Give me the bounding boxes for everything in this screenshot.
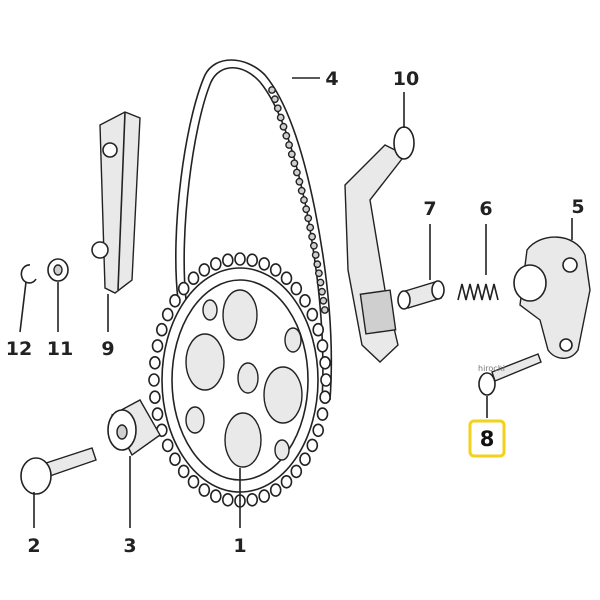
chain-link: [268, 86, 276, 94]
chain-link: [297, 186, 306, 195]
sprocket-tooth: [306, 438, 319, 453]
sprocket-tooth: [299, 452, 311, 467]
sprocket-tooth: [312, 423, 325, 438]
sprocket-tooth: [151, 339, 164, 353]
chain-link: [287, 150, 296, 159]
callout-4: 4: [325, 68, 338, 90]
chain-link: [316, 278, 325, 287]
sprocket-tooth: [149, 355, 161, 370]
chain-link: [285, 141, 293, 149]
chain-link: [304, 214, 313, 223]
sprocket-tooth: [319, 355, 331, 370]
sprocket-tooth: [290, 281, 303, 296]
sprocket-tooth: [187, 474, 200, 489]
leader-lines: [19, 77, 573, 528]
sprocket-tooth: [320, 373, 332, 387]
callout-2: 2: [27, 535, 40, 557]
sprocket-tooth: [246, 253, 258, 268]
sprocket-tooth: [246, 492, 258, 507]
sprocket-tooth: [222, 492, 234, 507]
chain-link: [306, 223, 315, 232]
bolt: [20, 447, 97, 495]
sprocket-tooth: [149, 390, 161, 405]
chain-links: [268, 86, 329, 314]
spring: [457, 283, 499, 301]
callout-5: 5: [571, 196, 584, 218]
sprocket-tooth: [210, 257, 222, 271]
sprocket-tooth: [161, 307, 174, 322]
chain-link: [276, 113, 285, 122]
callout-8: 8: [480, 427, 495, 451]
chain-link: [311, 251, 320, 259]
sprocket-tooth: [258, 489, 271, 503]
sprocket-tooth: [290, 464, 303, 479]
plunger: [397, 280, 445, 310]
sprocket-tooth: [312, 322, 325, 337]
sprocket-tooth: [210, 489, 222, 503]
chain-link: [308, 232, 316, 241]
chain-link: [300, 196, 308, 204]
sprocket-tooth: [187, 271, 200, 286]
sprocket-tooth: [269, 483, 282, 497]
tensioner-housing: [513, 236, 591, 359]
guide-rail: [91, 111, 141, 294]
chain-link: [319, 296, 328, 305]
sprocket-tooth: [258, 257, 271, 271]
chain-link: [292, 168, 301, 177]
highlight-box: [468, 419, 506, 458]
sprocket-tooth: [169, 452, 181, 467]
sprocket: [148, 252, 332, 508]
tensioner-rail: [344, 126, 415, 363]
timing-chain: [175, 59, 333, 401]
callout-6: 6: [479, 198, 492, 220]
chain-link: [314, 269, 323, 278]
callout-12: 12: [6, 338, 32, 360]
sprocket-tooth: [198, 263, 211, 277]
sprocket-tooth: [177, 464, 190, 479]
washer: [47, 258, 69, 282]
sprocket-tooth: [316, 339, 329, 353]
sprocket-tooth: [222, 253, 234, 268]
callout-7: 7: [423, 198, 436, 220]
sprocket-tooth: [234, 252, 246, 266]
callout-9: 9: [101, 338, 114, 360]
sprocket-tooth: [319, 390, 331, 405]
chain-link: [270, 95, 279, 104]
watermark-text: hirochi: [478, 364, 505, 373]
sprocket-tooth: [177, 281, 190, 296]
sprocket-tooth: [306, 307, 319, 322]
sprocket-teeth: [148, 252, 332, 508]
chain-link: [313, 260, 322, 269]
callout-3: 3: [123, 535, 136, 557]
sprocket-tooth: [198, 483, 211, 497]
sprocket-tooth: [299, 293, 311, 308]
screw: [478, 353, 542, 396]
chain-link: [295, 177, 304, 186]
chain-link: [320, 306, 329, 314]
sprocket-tooth: [148, 373, 160, 387]
sprocket-tooth: [280, 474, 293, 489]
chain-link: [318, 287, 326, 296]
callout-1: 1: [233, 535, 246, 557]
sprocket-tooth: [169, 293, 181, 308]
chain-link: [309, 241, 318, 250]
sprocket-tooth: [161, 438, 174, 453]
sprocket-tooth: [156, 322, 168, 337]
sprocket-tooth: [269, 263, 282, 277]
chain-link: [302, 205, 311, 214]
chain-link: [282, 131, 291, 140]
circlip: [20, 264, 37, 284]
chain-link: [279, 122, 288, 131]
sprocket-tooth: [280, 271, 293, 286]
sprocket-tooth: [316, 407, 329, 421]
sprocket-tooth: [151, 407, 164, 421]
chain-link: [273, 104, 282, 113]
callout-10: 10: [393, 68, 419, 90]
callout-11: 11: [47, 338, 73, 360]
spacer: [107, 399, 161, 457]
chain-link: [290, 159, 299, 168]
